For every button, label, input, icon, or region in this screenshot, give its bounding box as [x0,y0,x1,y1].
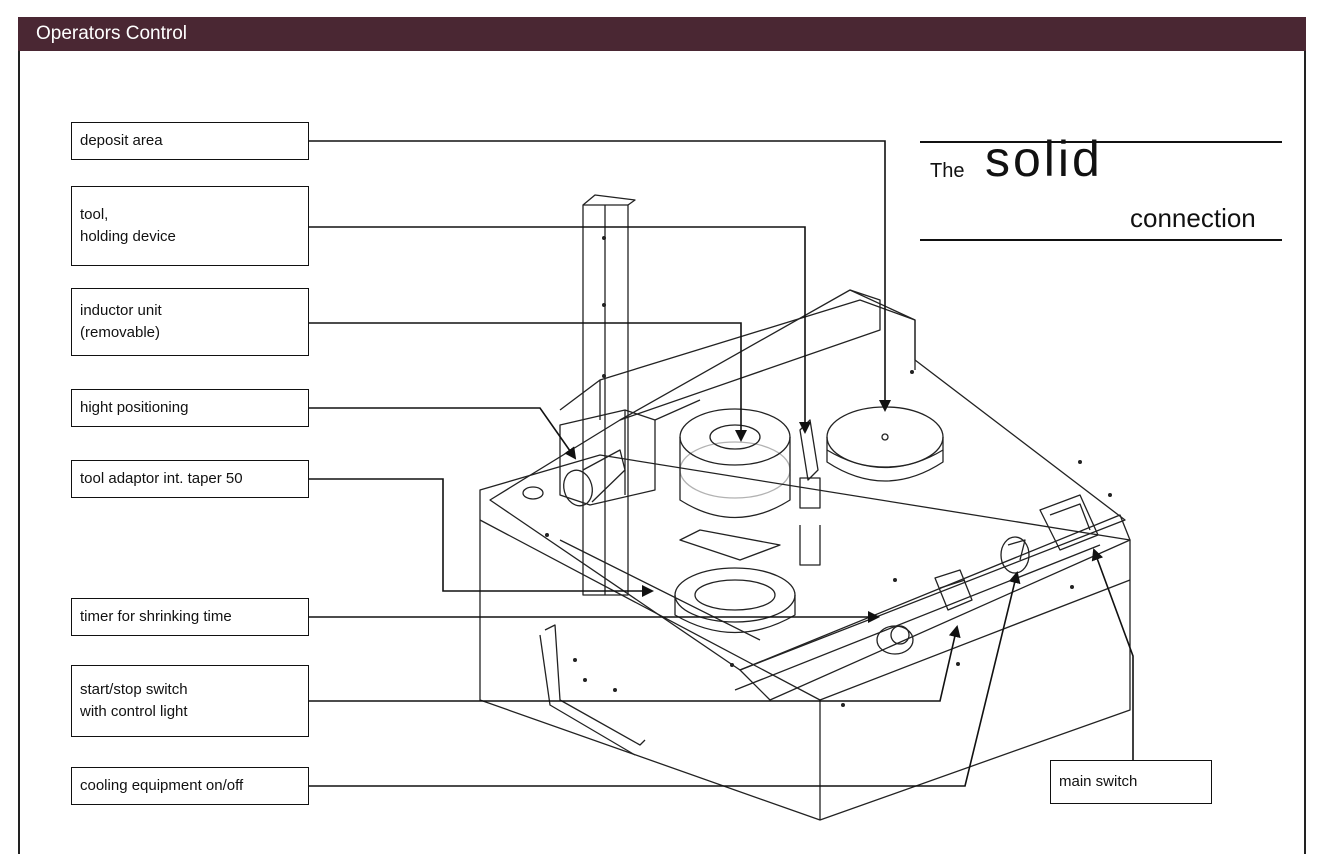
callout-text: timer for shrinking time [80,608,232,625]
callout-main-switch: main switch [1050,760,1212,804]
leader-main-switch [1091,548,1134,760]
leader-inductor-unit [308,322,747,442]
callout-text: start/stop switch [80,681,188,698]
callout-text: (removable) [80,324,161,341]
logo-word-connection: connection [1130,203,1256,233]
callout-text: inductor unit [80,302,162,319]
callout-timer: timer for shrinking time [71,598,309,636]
leader-height-positioning [308,407,577,460]
callout-text: main switch [1059,773,1138,790]
leader-start-stop [308,625,961,702]
side-handle [539,624,646,756]
frame-border-right [1304,51,1306,854]
callout-text: with control light [80,703,188,720]
logo-word-the: The [930,160,965,182]
control-panel [739,514,1131,701]
height-knob [563,469,593,507]
callout-cooling-equipment: cooling equipment on/off [71,767,309,805]
timer-knob [876,625,914,655]
main-switch-body [1039,494,1099,551]
callout-inductor-unit: inductor unit (removable) [71,288,309,356]
page-header: Operators Control [18,17,1306,51]
logo-rule-bottom [920,239,1282,241]
callout-text: tool, [80,206,109,223]
leader-deposit-area [308,140,891,412]
page-title: Operators Control [36,23,188,44]
adaptor-ring [674,567,796,623]
deposit-disc [826,406,944,468]
base-body [479,454,1131,821]
callout-text: hight positioning [80,399,189,416]
callout-tool-holding-device: tool, holding device [71,186,309,266]
callout-text: cooling equipment on/off [80,777,244,794]
logo-rule-top [920,141,1282,143]
callout-start-stop-switch: start/stop switch with control light [71,665,309,737]
callout-tool-adaptor: tool adaptor int. taper 50 [71,460,309,498]
leader-tool-holding-device [308,226,811,434]
callout-text: tool adaptor int. taper 50 [80,470,243,487]
callout-text: holding device [80,228,176,245]
frame-border-left [18,51,20,854]
leader-cooling [308,571,1021,787]
start-stop-switch [934,569,973,611]
leader-tool-adaptor [308,478,654,597]
callout-deposit-area: deposit area [71,122,309,160]
callout-height-positioning: hight positioning [71,389,309,427]
callout-text: deposit area [80,132,163,149]
logo-word-solid: solid [985,131,1103,187]
